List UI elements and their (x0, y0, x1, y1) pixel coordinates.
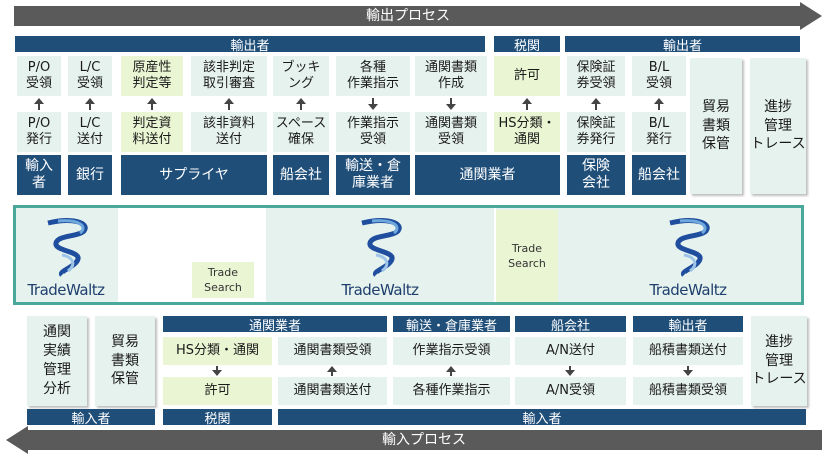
import-actor-importer-left: 輸入者 (27, 409, 155, 427)
tradewaltz-logo-text: TradeWaltz (27, 281, 105, 299)
import-doc-storage: 貿易 書類 保管 (95, 316, 155, 406)
import-top-instructions-receive: 作業指示受領 (393, 337, 510, 365)
export-bottom-insurance-issue: 保険証 券発行 (567, 112, 625, 152)
actor-supplier: サプライヤ (121, 155, 267, 195)
export-doc-storage: 貿易 書類 保管 (690, 58, 742, 194)
export-top-instructions: 各種 作業指示 (336, 56, 410, 96)
import-bottom-shipping-docs-receive: 船積書類受領 (633, 377, 743, 405)
export-top-permit: 許可 (494, 56, 560, 96)
trade-search-1[interactable]: Trade Search (192, 262, 254, 298)
export-bottom-space: スペース 確保 (273, 112, 329, 152)
tradewaltz-logo-icon (361, 218, 402, 277)
import-header-exporter: 輸出者 (633, 316, 743, 334)
import-header-logistics: 輸送・倉庫業者 (393, 316, 510, 334)
export-top-lc-receive: L/C 受領 (68, 56, 112, 96)
trade-search-2[interactable]: Trade Search (496, 210, 558, 302)
tradewaltz-logo-3: TradeWaltz (640, 215, 736, 299)
export-bottom-instructions-receive: 作業指示 受領 (336, 112, 410, 152)
export-top-customs-docs: 通関書類 作成 (415, 56, 487, 96)
export-progress-trace: 進捗 管理 トレース (750, 58, 806, 194)
tradewaltz-logo-icon (47, 218, 88, 277)
import-actor-customs: 税関 (163, 409, 272, 427)
export-arrow-head (800, 2, 822, 30)
import-bottom-instructions: 各種作業指示 (393, 377, 510, 405)
tradewaltz-logo-1: TradeWaltz (18, 215, 114, 299)
export-process-arrow: 輸出プロセス (14, 6, 802, 26)
import-top-shipping-docs-send: 船積書類送付 (633, 337, 743, 365)
tradewaltz-logo-text: TradeWaltz (649, 281, 727, 299)
export-top-origin: 原産性 判定等 (121, 56, 183, 96)
tradewaltz-logo-icon (669, 218, 710, 277)
import-bottom-docs-send: 通関書類送付 (278, 377, 387, 405)
export-bottom-hs: HS分類・ 通関 (494, 112, 560, 152)
import-bottom-an-receive: A/N受領 (515, 377, 626, 405)
actor-bank: 銀行 (68, 155, 112, 195)
export-top-insurance-receive: 保険証 券受領 (567, 56, 625, 96)
customs-header: 税関 (494, 36, 560, 54)
exporter-header-left: 輸出者 (15, 36, 485, 54)
export-top-bl-receive: B/L 受領 (632, 56, 686, 96)
import-header-customs-broker: 通関業者 (163, 316, 387, 334)
import-process-title: 輸入プロセス (382, 432, 466, 448)
import-actor-importer-right: 輸入者 (278, 409, 806, 427)
actor-shipping-company: 船会社 (273, 155, 329, 195)
import-bottom-permit: 許可 (163, 377, 272, 405)
import-process-arrow: 輸入プロセス (26, 430, 822, 450)
actor-insurance: 保険 会社 (567, 155, 625, 195)
import-header-shipping: 船会社 (515, 316, 626, 334)
export-process-title: 輸出プロセス (366, 8, 450, 24)
actor-importer: 輸入 者 (17, 155, 61, 195)
import-top-an-send: A/N送付 (515, 337, 626, 365)
tradewaltz-logo-text: TradeWaltz (341, 281, 419, 299)
export-top-booking: ブッキ ング (273, 56, 329, 96)
export-top-screening: 該非判定 取引審査 (191, 56, 267, 96)
import-top-docs-receive: 通関書類受領 (278, 337, 387, 365)
export-bottom-customs-docs-receive: 通関書類 受領 (415, 112, 487, 152)
export-bottom-bl-issue: B/L 発行 (632, 112, 686, 152)
exporter-header-right: 輸出者 (565, 36, 800, 54)
import-top-hs: HS分類・通関 (163, 337, 272, 365)
actor-logistics: 輸送・倉 庫業者 (336, 155, 410, 195)
import-arrow-head (6, 426, 28, 454)
tradewaltz-logo-2: TradeWaltz (332, 215, 428, 299)
export-top-po-receive: P/O 受領 (17, 56, 61, 96)
export-bottom-screening-docs: 該非資料 送付 (191, 112, 267, 152)
actor-shipping-company-2: 船会社 (632, 155, 686, 195)
platform-white-gap-2 (494, 208, 496, 302)
import-progress-trace: 進捗 管理 トレース (751, 316, 807, 406)
import-customs-analytics: 通関 実績 管理 分析 (27, 316, 87, 406)
export-bottom-origin-docs: 判定資 料送付 (121, 112, 183, 152)
actor-customs-broker: 通関業者 (415, 155, 560, 195)
export-bottom-po-issue: P/O 発行 (17, 112, 61, 152)
export-bottom-lc-send: L/C 送付 (68, 112, 112, 152)
